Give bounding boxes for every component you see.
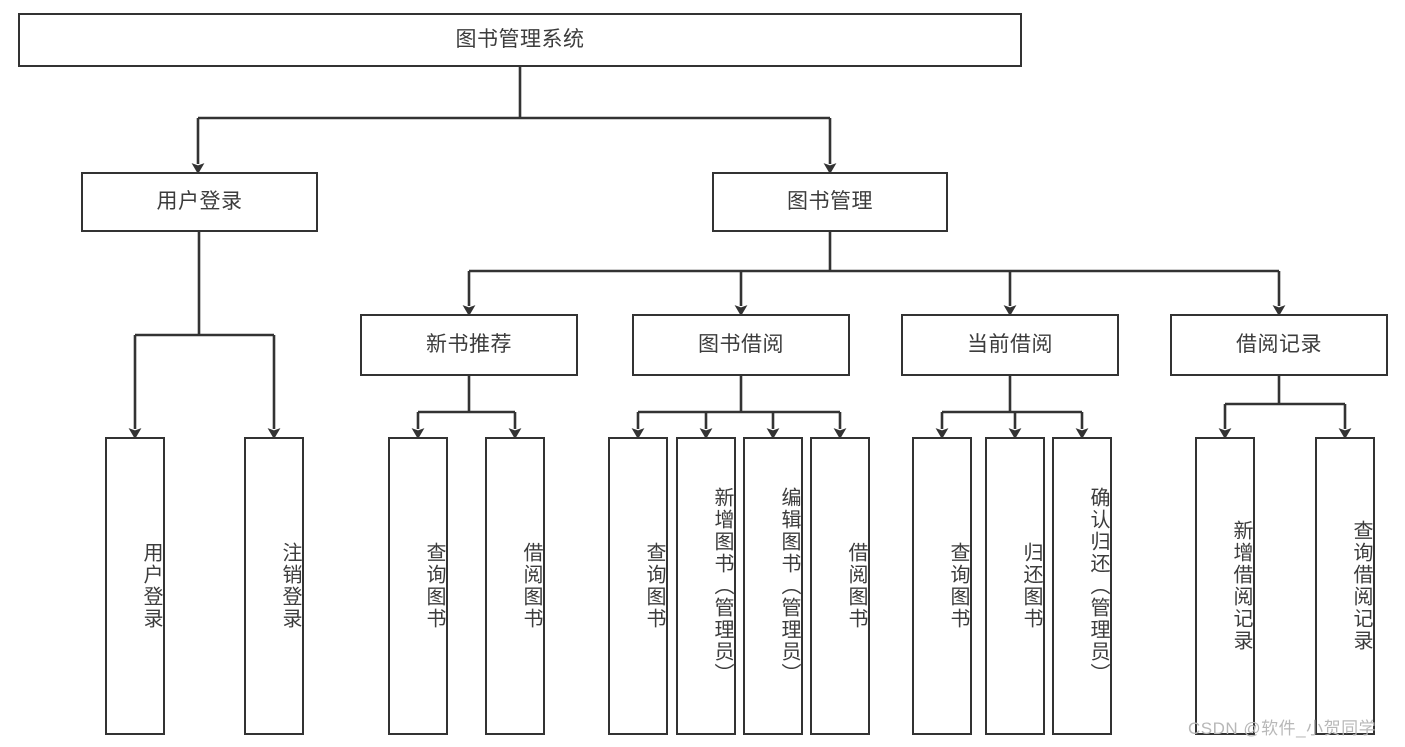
node-new-book-recommendation[interactable]: 新书推荐 [360,314,578,376]
node-current-borrowing[interactable]: 当前借阅 [901,314,1119,376]
leaf-borrow-book-2[interactable]: 借阅图书 [810,437,870,735]
leaf-add-borrow-record-label: 新增借阅记录 [1230,520,1252,652]
leaf-confirm-return[interactable]: 确认归还（管理员） [1052,437,1112,735]
leaf-confirm-return-label: 确认归还（管理员） [1087,487,1109,685]
leaf-add-book[interactable]: 新增图书（管理员） [676,437,736,735]
leaf-return-book-label: 归还图书 [1020,542,1042,630]
node-book-management-label: 图书管理 [787,190,873,214]
leaf-query-book-3-label: 查询图书 [947,542,969,630]
node-current-borrowing-label: 当前借阅 [967,333,1053,357]
leaf-borrow-book-1[interactable]: 借阅图书 [485,437,545,735]
leaf-user-login[interactable]: 用户登录 [105,437,165,735]
leaf-query-book-2[interactable]: 查询图书 [608,437,668,735]
leaf-query-borrow-record[interactable]: 查询借阅记录 [1315,437,1375,735]
leaf-borrow-book-1-label: 借阅图书 [520,542,542,630]
leaf-query-book-2-label: 查询图书 [643,542,665,630]
leaf-query-book-1-label: 查询图书 [423,542,445,630]
leaf-edit-book-label: 编辑图书（管理员） [778,487,800,685]
leaf-edit-book[interactable]: 编辑图书（管理员） [743,437,803,735]
leaf-query-book-3[interactable]: 查询图书 [912,437,972,735]
leaf-query-borrow-record-label: 查询借阅记录 [1350,520,1372,652]
node-root-label: 图书管理系统 [455,28,585,52]
node-root[interactable]: 图书管理系统 [18,13,1022,67]
node-borrowing-record-label: 借阅记录 [1236,333,1322,357]
leaf-add-book-label: 新增图书（管理员） [711,487,733,685]
leaf-logout[interactable]: 注销登录 [244,437,304,735]
leaf-add-borrow-record[interactable]: 新增借阅记录 [1195,437,1255,735]
leaf-user-login-label: 用户登录 [140,542,162,630]
node-new-book-recommendation-label: 新书推荐 [426,333,512,357]
leaf-query-book-1[interactable]: 查询图书 [388,437,448,735]
node-book-management[interactable]: 图书管理 [712,172,948,232]
node-book-borrowing-label: 图书借阅 [698,333,784,357]
leaf-logout-label: 注销登录 [279,542,301,630]
node-user-login-label: 用户登录 [156,190,243,214]
csdn-watermark: CSDN @软件_小贺同学 [1188,719,1377,738]
leaf-return-book[interactable]: 归还图书 [985,437,1045,735]
node-borrowing-record[interactable]: 借阅记录 [1170,314,1388,376]
node-user-login[interactable]: 用户登录 [81,172,318,232]
node-book-borrowing[interactable]: 图书借阅 [632,314,850,376]
leaf-borrow-book-2-label: 借阅图书 [845,542,867,630]
